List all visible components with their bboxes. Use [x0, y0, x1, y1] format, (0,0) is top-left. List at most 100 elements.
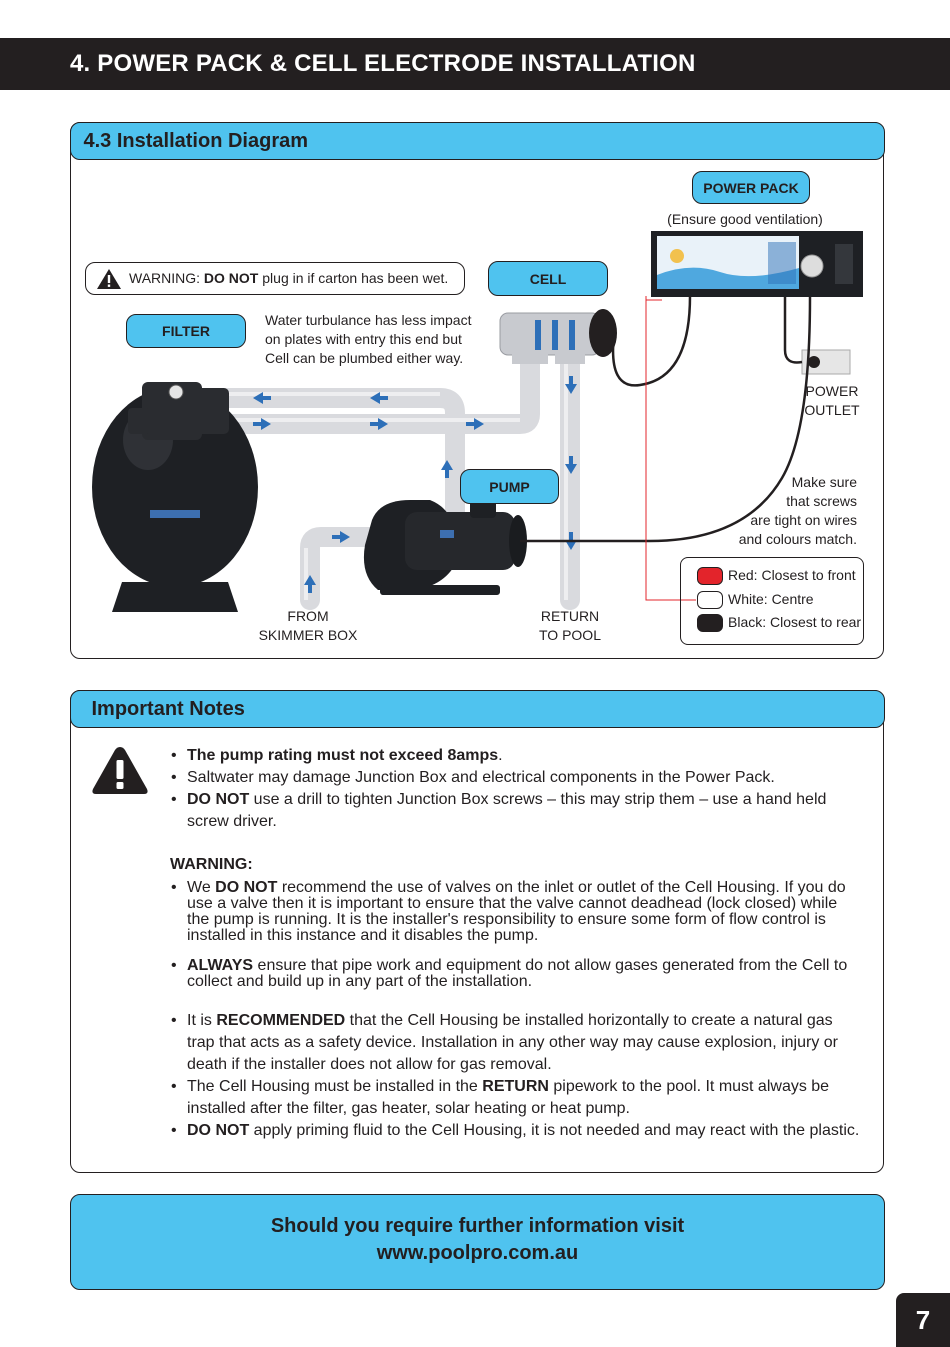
info-callout: Should you require further information v… — [70, 1194, 885, 1290]
from-skimmer-line: SKIMMER BOX — [258, 627, 358, 643]
notes-bottom-list: It is RECOMMENDED that the Cell Housing … — [170, 1010, 860, 1142]
return-pool-label: RETURN TO POOL — [520, 607, 620, 645]
page-number: 7 — [896, 1293, 950, 1347]
note-item-bold: The pump rating must not exceed 8amps — [187, 747, 499, 764]
notes-warning-heading: WARNING: — [170, 856, 860, 874]
note-item: The Cell Housing must be installed in th… — [170, 1076, 860, 1120]
note-item: Saltwater may damage Junction Box and el… — [170, 767, 860, 789]
cable-cell-to-pack — [611, 295, 692, 387]
note-item-text: . — [498, 747, 503, 764]
power-pack-label: POWER PACK — [692, 171, 810, 204]
filter-icon — [92, 382, 258, 612]
wire-colour-legend: Red: Closest to front White: Centre Blac… — [680, 557, 864, 645]
arrow-right-icon — [332, 531, 350, 543]
power-outlet-label: POWER OUTLET — [790, 382, 874, 420]
turbulence-note-line: Water turbulance has less impact — [265, 312, 472, 328]
note-item-text: pipework to the pool. It must always be … — [187, 1078, 830, 1117]
note-item: DO NOT use a drill to tighten Junction B… — [170, 789, 860, 833]
cable-pump-to-pack — [520, 296, 812, 543]
turbulence-note-line: on plates with entry this end but — [265, 331, 462, 347]
pump-icon — [363, 500, 527, 595]
arrow-down-icon — [565, 456, 577, 474]
note-item-bold: RECOMMENDED — [216, 1012, 346, 1029]
screws-note-line: are tight on wires — [750, 512, 857, 528]
legend-swatch-red — [697, 567, 723, 585]
legend-label-red: Red: Closest to front — [728, 567, 856, 583]
note-item: DO NOT apply priming fluid to the Cell H… — [170, 1120, 860, 1142]
legend-swatch-black — [697, 614, 723, 632]
note-item: It is RECOMMENDED that the Cell Housing … — [170, 1010, 860, 1076]
turbulence-note: Water turbulance has less impact on plat… — [265, 311, 505, 368]
pump-label: PUMP — [460, 469, 559, 504]
note-item-text: apply priming fluid to the Cell Housing,… — [249, 1122, 860, 1139]
from-skimmer-line: FROM — [287, 608, 329, 624]
note-item-text: recommend the use of valves on the inlet… — [187, 879, 846, 944]
note-item-text: use a drill to tighten Junction Box scre… — [187, 791, 827, 830]
cell-label: CELL — [488, 261, 608, 296]
notes-title: Important Notes — [91, 697, 245, 720]
note-item: We DO NOT recommend the use of valves on… — [170, 880, 860, 944]
screws-note-line: Make sure — [791, 474, 857, 490]
carton-warning: WARNING: DO NOT plug in if carton has be… — [85, 262, 465, 295]
note-item: The pump rating must not exceed 8amps. — [170, 745, 860, 767]
notes-top-list: The pump rating must not exceed 8amps. S… — [170, 745, 860, 833]
note-item-bold: DO NOT — [187, 791, 250, 808]
note-item-bold: DO NOT — [215, 879, 278, 896]
return-pool-line: TO POOL — [539, 627, 601, 643]
note-item: ALWAYS ensure that pipe work and equipme… — [170, 958, 860, 990]
screws-note-line: that screws — [786, 493, 857, 509]
from-skimmer-label: FROM SKIMMER BOX — [248, 607, 368, 645]
note-item-bold: ALWAYS — [187, 957, 254, 974]
note-item-bold: RETURN — [482, 1078, 549, 1095]
warning-triangle-icon — [92, 747, 148, 794]
notes-warning-list: We DO NOT recommend the use of valves on… — [170, 880, 860, 990]
legend-swatch-white — [697, 591, 723, 609]
power-outlet-line: OUTLET — [804, 402, 860, 418]
section-title: 4. POWER PACK & CELL ELECTRODE INSTALLAT… — [70, 50, 696, 77]
section-header: 4. POWER PACK & CELL ELECTRODE INSTALLAT… — [0, 38, 950, 90]
power-pack-icon — [651, 231, 863, 297]
arrow-up-icon — [441, 460, 453, 478]
arrow-right-icon — [370, 418, 388, 430]
cell-electrode-icon — [499, 309, 617, 364]
arrow-down-icon — [565, 376, 577, 394]
arrow-up-icon — [304, 575, 316, 593]
note-item-text: We — [187, 879, 216, 896]
note-item-text: It is — [187, 1012, 217, 1029]
carton-warning-prefix: WARNING: — [129, 270, 204, 286]
return-pool-line: RETURN — [540, 608, 600, 624]
arrow-right-icon — [466, 418, 484, 430]
warning-heading: WARNING: — [170, 856, 253, 873]
diagram-panel-header: 4.3 Installation Diagram — [69, 121, 885, 160]
power-outlet-icon — [801, 349, 851, 375]
info-callout-line: Should you require further information v… — [270, 1215, 685, 1237]
pipe-filter-to-cell — [218, 335, 540, 434]
ventilation-note: (Ensure good ventilation) — [667, 211, 823, 227]
note-item-bold: DO NOT — [187, 1122, 250, 1139]
screws-note: Make sure that screws are tight on wires… — [700, 473, 857, 549]
website-link[interactable]: www.poolpro.com.au — [376, 1242, 579, 1264]
note-item-text: that the Cell Housing be installed horiz… — [187, 1012, 838, 1073]
cable-pack-to-outlet — [783, 297, 803, 364]
note-item-text: ensure that pipe work and equipment do n… — [187, 957, 848, 990]
arrow-left-icon — [253, 392, 271, 404]
legend-label-black: Black: Closest to rear — [728, 614, 862, 630]
screws-note-line: and colours match. — [738, 531, 857, 547]
turbulence-note-line: Cell can be plumbed either way. — [265, 350, 464, 366]
note-item-text: Saltwater may damage Junction Box and el… — [187, 769, 775, 786]
arrow-left-icon — [370, 392, 388, 404]
carton-warning-emphasis: DO NOT — [203, 270, 259, 286]
notes-panel-header: Important Notes — [69, 689, 885, 728]
pipe-from-skimmer — [300, 527, 395, 610]
note-item-text: The Cell Housing must be installed in th… — [187, 1078, 483, 1095]
pipe-filter-to-pump — [218, 388, 465, 530]
legend-label-white: White: Centre — [728, 591, 814, 607]
diagram-title: 4.3 Installation Diagram — [83, 129, 309, 152]
power-outlet-line: POWER — [805, 383, 859, 399]
leader-lines — [645, 296, 696, 601]
carton-warning-rest: plug in if carton has been wet. — [258, 270, 449, 286]
arrow-right-icon — [253, 418, 271, 430]
warning-triangle-icon — [97, 269, 121, 289]
filter-label: FILTER — [126, 314, 246, 348]
